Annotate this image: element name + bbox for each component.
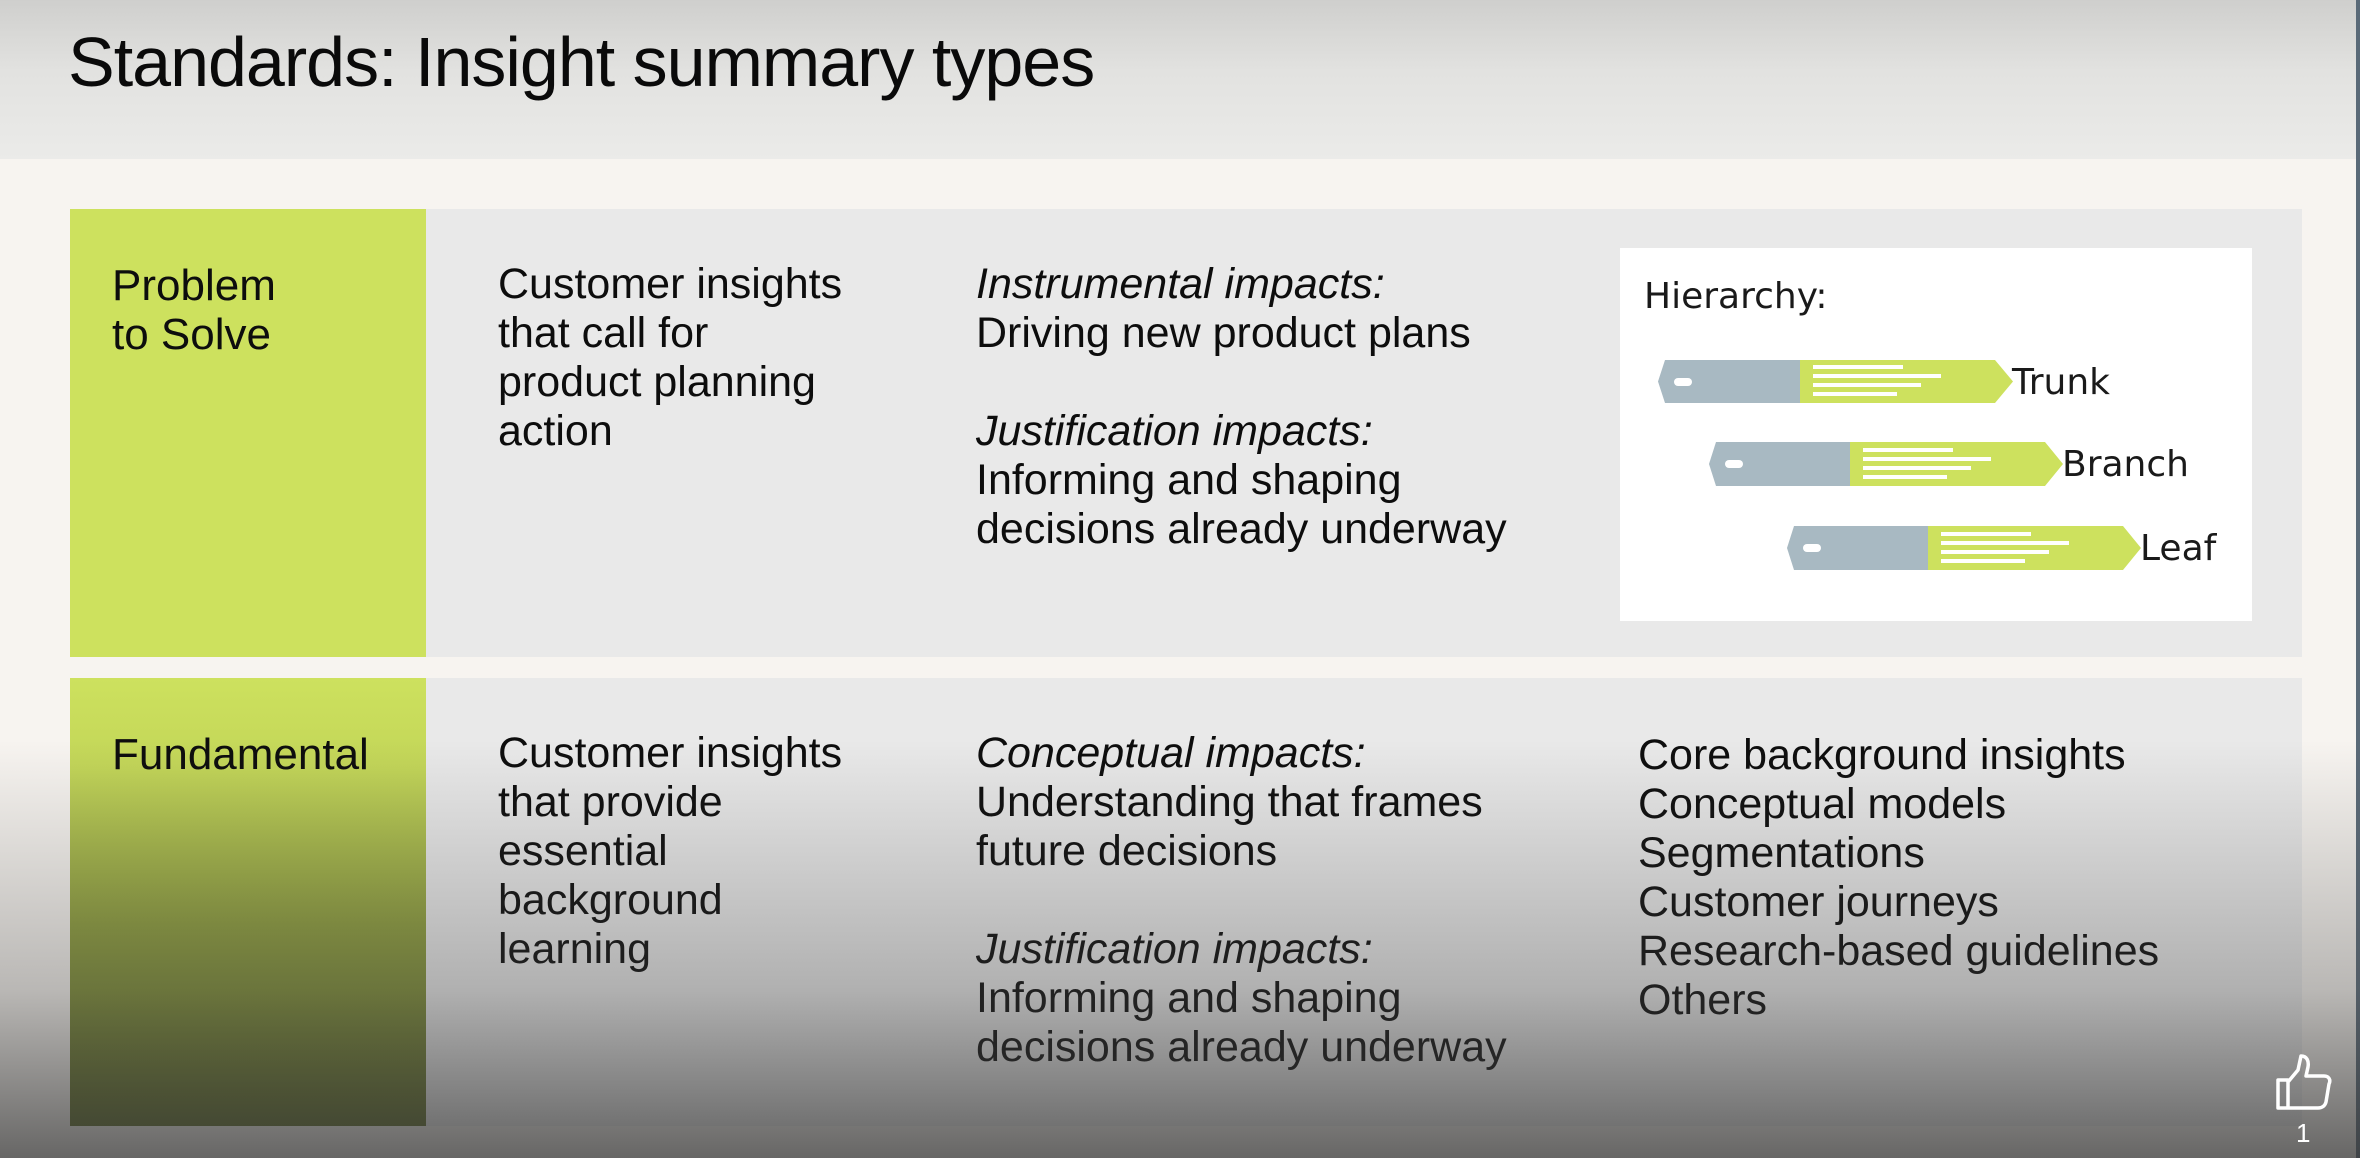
row-label: Problem to Solve xyxy=(112,261,276,359)
hierarchy-title: Hierarchy: xyxy=(1644,276,1828,317)
impact-item: Conceptual impacts: Understanding that f… xyxy=(976,729,1507,876)
hierarchy-level-leaf: Leaf xyxy=(2140,528,2218,569)
impact-heading: Instrumental impacts: xyxy=(976,260,1385,308)
row-label-block: Problem to Solve xyxy=(70,209,426,657)
hierarchy-tags: Trunk Branch Leaf xyxy=(1658,360,2218,570)
row-description: Customer insights that provide essential… xyxy=(498,729,843,973)
hierarchy-diagram: Hierarchy: Trunk Branch xyxy=(1620,248,2252,621)
impact-body: Informing and shaping decisions already … xyxy=(976,456,1507,553)
row-label: Fundamental xyxy=(112,730,369,779)
window-edge xyxy=(2356,0,2360,1158)
row-label-block: Fundamental xyxy=(70,678,426,1126)
list-item: Others xyxy=(1638,976,1768,1024)
hierarchy-level-trunk: Trunk xyxy=(2011,362,2110,403)
examples-list: Core background insights Conceptual mode… xyxy=(1638,731,2159,1025)
impact-heading: Justification impacts: xyxy=(976,407,1373,455)
hierarchy-level-branch: Branch xyxy=(2062,444,2189,485)
insight-row-fundamental: Fundamental Customer insights that provi… xyxy=(70,678,2302,1126)
page-title: Standards: Insight summary types xyxy=(68,23,1095,101)
title-bar: Standards: Insight summary types xyxy=(0,0,2360,159)
list-item: Customer journeys xyxy=(1638,878,1999,926)
impacts-column: Conceptual impacts: Understanding that f… xyxy=(976,729,1507,1072)
list-item: Conceptual models xyxy=(1638,780,2007,828)
tag-branch-icon xyxy=(1709,442,2063,486)
impacts-column: Instrumental impacts: Driving new produc… xyxy=(976,260,1507,554)
impact-item: Justification impacts: Informing and sha… xyxy=(976,407,1507,554)
insight-row-problem-to-solve: Problem to Solve Customer insights that … xyxy=(70,209,2302,657)
impact-item: Instrumental impacts: Driving new produc… xyxy=(976,260,1507,358)
list-item: Core background insights xyxy=(1638,731,2126,779)
impact-heading: Conceptual impacts: xyxy=(976,729,1366,777)
like-count: 1 xyxy=(2296,1118,2311,1148)
list-item: Segmentations xyxy=(1638,829,1925,877)
tag-trunk-icon xyxy=(1658,360,2013,403)
impact-item: Justification impacts: Informing and sha… xyxy=(976,925,1507,1072)
tag-leaf-icon xyxy=(1787,526,2141,570)
impact-body: Understanding that frames future decisio… xyxy=(976,778,1483,875)
impact-body: Driving new product plans xyxy=(976,309,1471,357)
impact-body: Informing and shaping decisions already … xyxy=(976,974,1507,1071)
thumbs-up-icon[interactable] xyxy=(2272,1050,2336,1114)
list-item: Research-based guidelines xyxy=(1638,927,2160,975)
impact-heading: Justification impacts: xyxy=(976,925,1373,973)
row-description: Customer insights that call for product … xyxy=(498,260,843,455)
